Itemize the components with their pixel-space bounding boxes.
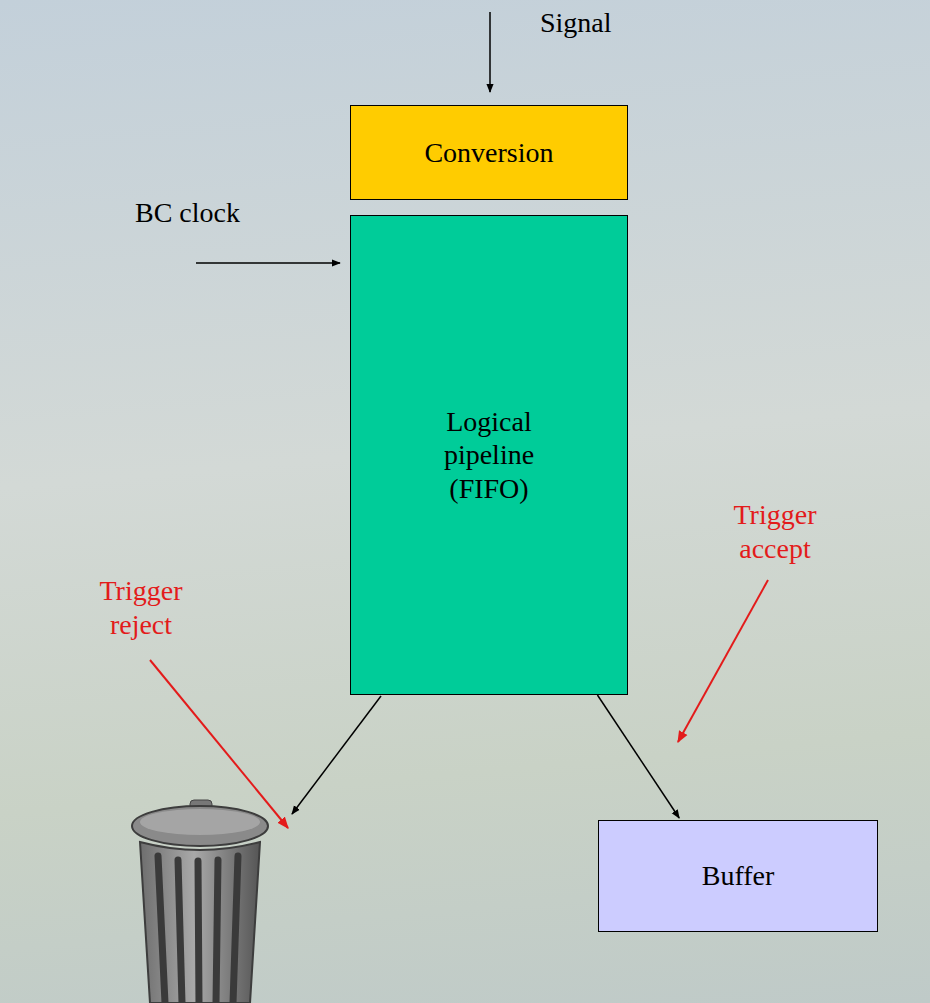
trigger-accept-label: Trigger accept [700, 498, 850, 565]
reject-arrow [292, 696, 381, 814]
signal-label: Signal [540, 6, 612, 40]
trigger-reject-label: Trigger reject [66, 574, 216, 641]
clock-label: BC clock [135, 196, 240, 230]
trash-can [132, 800, 268, 1003]
conversion-box: Conversion [350, 105, 628, 200]
accept-leader [678, 580, 768, 742]
box-text: Logical pipeline (FIFO) [404, 399, 574, 512]
signal-arrow [489, 12, 491, 92]
box-text: Conversion [414, 130, 563, 176]
buffer-box: Buffer [598, 820, 878, 932]
box-text: Buffer [692, 853, 785, 899]
pipeline-box: Logical pipeline (FIFO) [350, 215, 628, 695]
connector-arrow [597, 695, 679, 818]
reject-leader [150, 660, 288, 828]
clock-arrow [196, 262, 340, 264]
